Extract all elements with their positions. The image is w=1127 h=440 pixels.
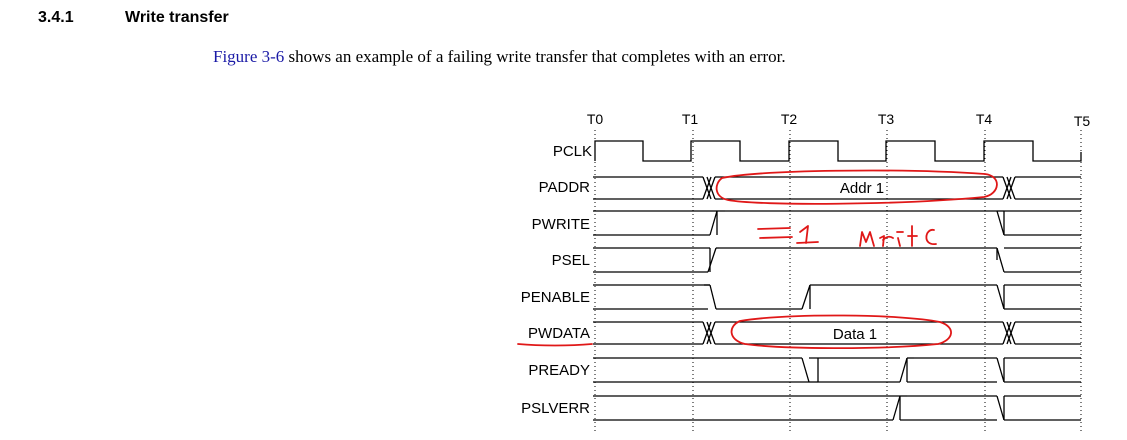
waveforms — [593, 140, 1082, 421]
handwritten-note — [757, 225, 937, 247]
paddr-value: Addr 1 — [840, 180, 884, 197]
edge-label-t3: T3 — [878, 111, 895, 127]
edge-label-t0: T0 — [587, 111, 604, 127]
penable-waveform — [593, 284, 1081, 310]
section-number: 3.4.1 — [38, 9, 74, 26]
pwdata-circle — [730, 314, 952, 350]
pready-waveform — [593, 357, 1081, 383]
signal-label-pslverr: PSLVERR — [521, 400, 590, 417]
edge-label-t4: T4 — [976, 111, 993, 127]
signal-label-pclk: PCLK — [553, 143, 592, 160]
intro-text: shows an example of a failing write tran… — [284, 47, 786, 66]
edge-label-t1: T1 — [682, 111, 699, 127]
pwdata-value: Data 1 — [833, 326, 877, 343]
pclk-waveform — [594, 140, 1082, 162]
signal-label-pready: PREADY — [528, 362, 590, 379]
signal-labels: PCLK PADDR PWRITE PSEL PENABLE PWDATA PR… — [521, 143, 592, 417]
psel-waveform — [593, 247, 1081, 273]
handwritten-annotations — [517, 169, 998, 350]
edge-label-t5: T5 — [1074, 113, 1091, 129]
paddr-waveform — [593, 176, 1081, 200]
pslverr-waveform — [593, 395, 1081, 421]
pwrite-waveform — [593, 210, 1081, 236]
signal-label-paddr: PADDR — [539, 179, 591, 196]
edge-labels: T0 T1 T2 T3 T4 T5 — [587, 111, 1091, 129]
signal-label-pwdata: PWDATA — [528, 325, 590, 342]
paddr-circle — [715, 169, 998, 205]
figure-link[interactable]: Figure 3-6 — [213, 47, 285, 66]
signal-label-psel: PSEL — [552, 252, 590, 269]
edge-label-t2: T2 — [781, 111, 798, 127]
intro-paragraph: Figure 3-6 shows an example of a failing… — [213, 47, 786, 67]
signal-label-penable: PENABLE — [521, 289, 590, 306]
section-title: Write transfer — [125, 9, 229, 26]
edge-guides — [594, 130, 1082, 432]
pwdata-waveform — [593, 321, 1081, 345]
pwdata-underline — [517, 343, 593, 347]
signal-label-pwrite: PWRITE — [532, 216, 590, 233]
